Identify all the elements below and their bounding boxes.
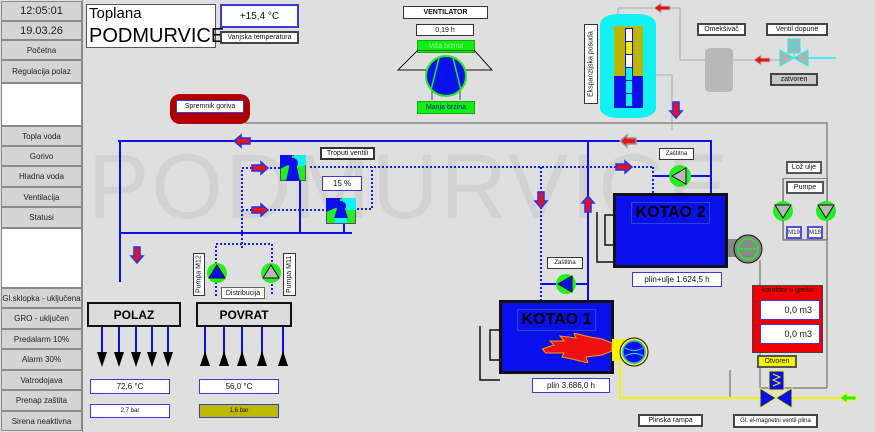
ventilator-fan-icon xyxy=(396,50,494,100)
refill-valve-state: zatvoren xyxy=(770,73,818,86)
boiler1[interactable]: KOTAO 1 xyxy=(499,300,614,374)
three-way-valve-position: 15 % xyxy=(322,176,362,191)
nav-topla-voda[interactable]: Topla voda xyxy=(1,126,82,146)
distribution-label: Distribucija xyxy=(221,287,265,299)
oil-pump-m18-label: M18 xyxy=(807,226,823,239)
sidebar-blank-2 xyxy=(1,228,82,288)
gas-main-valve-label: Gl. el-magnetni ventil plina xyxy=(733,414,818,428)
oil-pump-m18-icon[interactable] xyxy=(815,200,837,222)
nav-pocetna[interactable]: Početna xyxy=(1,40,82,60)
sidebar: 12:05:01 19.03.26 Početna Regulacija pol… xyxy=(0,0,83,432)
three-way-valve-1-icon[interactable] xyxy=(280,155,306,181)
boiler2-protection-label: Zaštitna xyxy=(659,148,694,160)
boiler2[interactable]: KOTAO 2 xyxy=(613,193,728,268)
polaz-manifold: POLAZ xyxy=(87,302,181,327)
oil-pumps-label: Pumpe xyxy=(786,181,824,194)
status-prealarm: Predalarm 10% xyxy=(1,329,82,349)
gas-main-valve-icon[interactable] xyxy=(758,370,798,410)
boiler2-burner-fan-icon xyxy=(728,234,763,264)
boiler1-flame-icon xyxy=(542,333,612,363)
polaz-temperature: 72,6 °C xyxy=(90,379,170,394)
sidebar-blank-1 xyxy=(1,83,82,126)
gas-corrector-title: korektor u grešci xyxy=(762,287,814,294)
nav-hladna-voda[interactable]: Hladna voda xyxy=(1,166,82,187)
status-fire-alarm: Vatrodojava xyxy=(1,370,82,390)
nav-gorivo[interactable]: Gorivo xyxy=(1,146,82,166)
nav-regulacija-polaz[interactable]: Regulacija polaz xyxy=(1,60,82,83)
nav-ventilacija[interactable]: Ventilacija xyxy=(1,187,82,207)
outside-temp-value: +15,4 °C xyxy=(220,4,299,28)
refill-valve-icon[interactable] xyxy=(778,38,838,70)
pump-m12-label: Pumpa M12 xyxy=(193,253,205,296)
oil-label: Lož ulje xyxy=(786,161,822,174)
plant-title-line1: Toplana xyxy=(89,5,142,22)
ventilator-low-speed[interactable]: Manja brzina xyxy=(417,101,475,114)
plant-title-box: Toplana PODMURVICE xyxy=(86,4,224,48)
expansion-vessel xyxy=(600,14,656,118)
status-main-switch: Gl.sklopka - uključena xyxy=(1,288,82,308)
boiler1-protection-label: Zaštitna xyxy=(547,257,583,269)
status-gro: GRO - uključen xyxy=(1,308,82,329)
expansion-vessel-label: Ekspanzijska posuda xyxy=(584,24,598,104)
gas-meter-1: 0,0 m3 xyxy=(760,300,820,320)
pump-m11-icon[interactable] xyxy=(260,262,282,284)
ventilator-title: VENTILATOR xyxy=(403,6,488,19)
polaz-pressure: 2,7 bar xyxy=(90,404,170,418)
fuel-tank: Spremnik goriva xyxy=(170,94,250,124)
softener-tank xyxy=(705,48,733,92)
three-way-valve-2-icon[interactable] xyxy=(326,198,356,224)
plant-title-line2: PODMURVICE xyxy=(89,25,225,47)
pump-m12-icon[interactable] xyxy=(206,262,228,284)
status-surge-protection: Prenap zaštita xyxy=(1,390,82,411)
pump-m11-label: Pumpa M11 xyxy=(283,253,296,296)
status-alarm: Alarm 30% xyxy=(1,349,82,370)
level-gauge xyxy=(625,28,633,108)
nav-statusi[interactable]: Statusi xyxy=(1,207,82,228)
oil-pump-m19-icon[interactable] xyxy=(772,200,794,222)
povrat-manifold: POVRAT xyxy=(196,302,292,327)
gas-valve-state: Otvoren xyxy=(757,355,797,368)
softener-label: Omekšivač xyxy=(697,23,746,36)
boiler2-hours: plin+ulje 1.624,5 h xyxy=(632,272,722,287)
boiler1-title: KOTAO 1 xyxy=(516,309,597,331)
clock-date: 19.03.26 xyxy=(1,21,82,40)
gas-corrector: korektor u grešci 0,0 m3 0,0 m3 xyxy=(752,285,823,353)
status-siren: Sirena neaktivna xyxy=(1,411,82,431)
ventilator-hours: 0,19 h xyxy=(416,24,474,36)
boiler1-burner-fan-icon xyxy=(612,337,649,367)
refill-valve-label: Ventil dopune xyxy=(766,23,828,36)
oil-pump-m19-label: M19 xyxy=(786,226,802,239)
gas-ramp-label: Plinska rampa xyxy=(638,414,703,427)
boiler2-protection-pump-icon[interactable] xyxy=(668,164,692,188)
clock-time: 12:05:01 xyxy=(1,1,82,21)
three-way-valve-label: Troputi ventili xyxy=(320,147,375,160)
gas-meter-2: 0,0 m3 xyxy=(760,324,820,344)
flow-arrow-left xyxy=(233,134,251,148)
boiler1-protection-pump-icon[interactable] xyxy=(555,273,577,295)
boiler1-hours: plin 3.686,0 h xyxy=(532,378,610,393)
fuel-tank-label: Spremnik goriva xyxy=(176,100,244,113)
flow-arrow-left-grey xyxy=(618,133,637,149)
outside-temp-label: Vanjska temperatura xyxy=(220,31,299,44)
povrat-pressure: 1,6 bar xyxy=(199,404,279,418)
boiler2-title: KOTAO 2 xyxy=(630,202,711,224)
povrat-temperature: 56,0 °C xyxy=(199,379,279,394)
